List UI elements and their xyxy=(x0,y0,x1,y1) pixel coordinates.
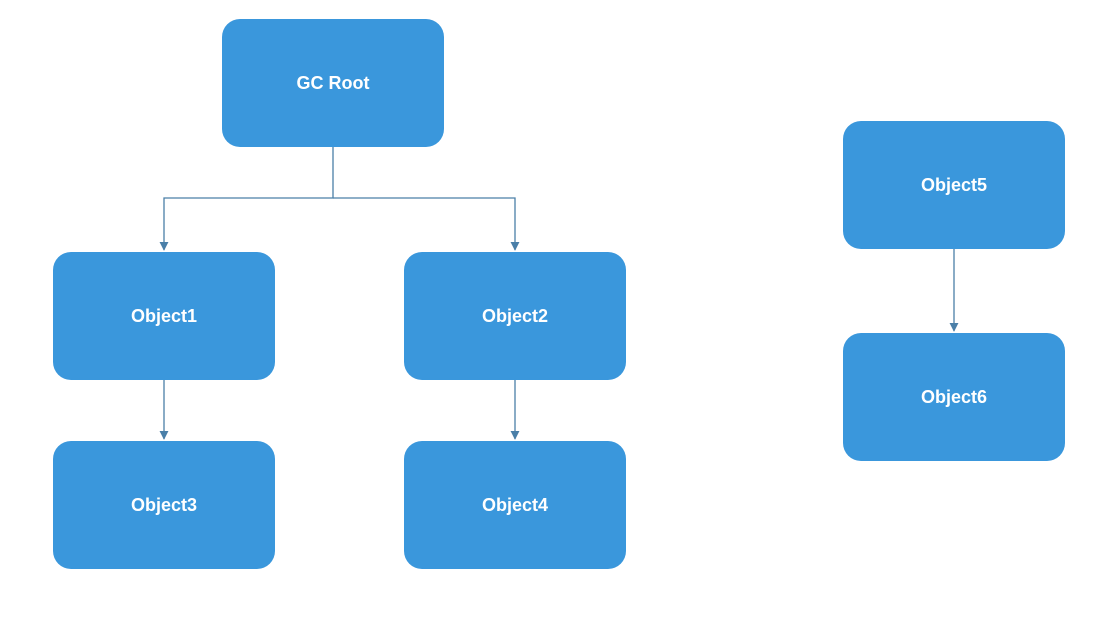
node-object1-label: Object1 xyxy=(130,305,198,326)
node-gc-root-label: GC Root xyxy=(296,72,370,93)
node-object4-label: Object4 xyxy=(481,494,549,515)
node-object6-label: Object6 xyxy=(920,386,988,407)
node-object5-label: Object5 xyxy=(920,174,988,195)
edge-gc-root-to-object1 xyxy=(159,147,334,251)
node-object5[interactable]: Object5 xyxy=(843,121,1065,249)
node-object6[interactable]: Object6 xyxy=(843,333,1065,461)
node-object1[interactable]: Object1 xyxy=(53,252,275,380)
node-object2[interactable]: Object2 xyxy=(404,252,626,380)
node-object2-label: Object2 xyxy=(481,305,549,326)
node-gc-root[interactable]: GC Root xyxy=(222,19,444,147)
node-object3[interactable]: Object3 xyxy=(53,441,275,569)
node-object3-label: Object3 xyxy=(130,494,198,515)
edge-gc-root-to-object2 xyxy=(333,197,520,251)
node-object4[interactable]: Object4 xyxy=(404,441,626,569)
